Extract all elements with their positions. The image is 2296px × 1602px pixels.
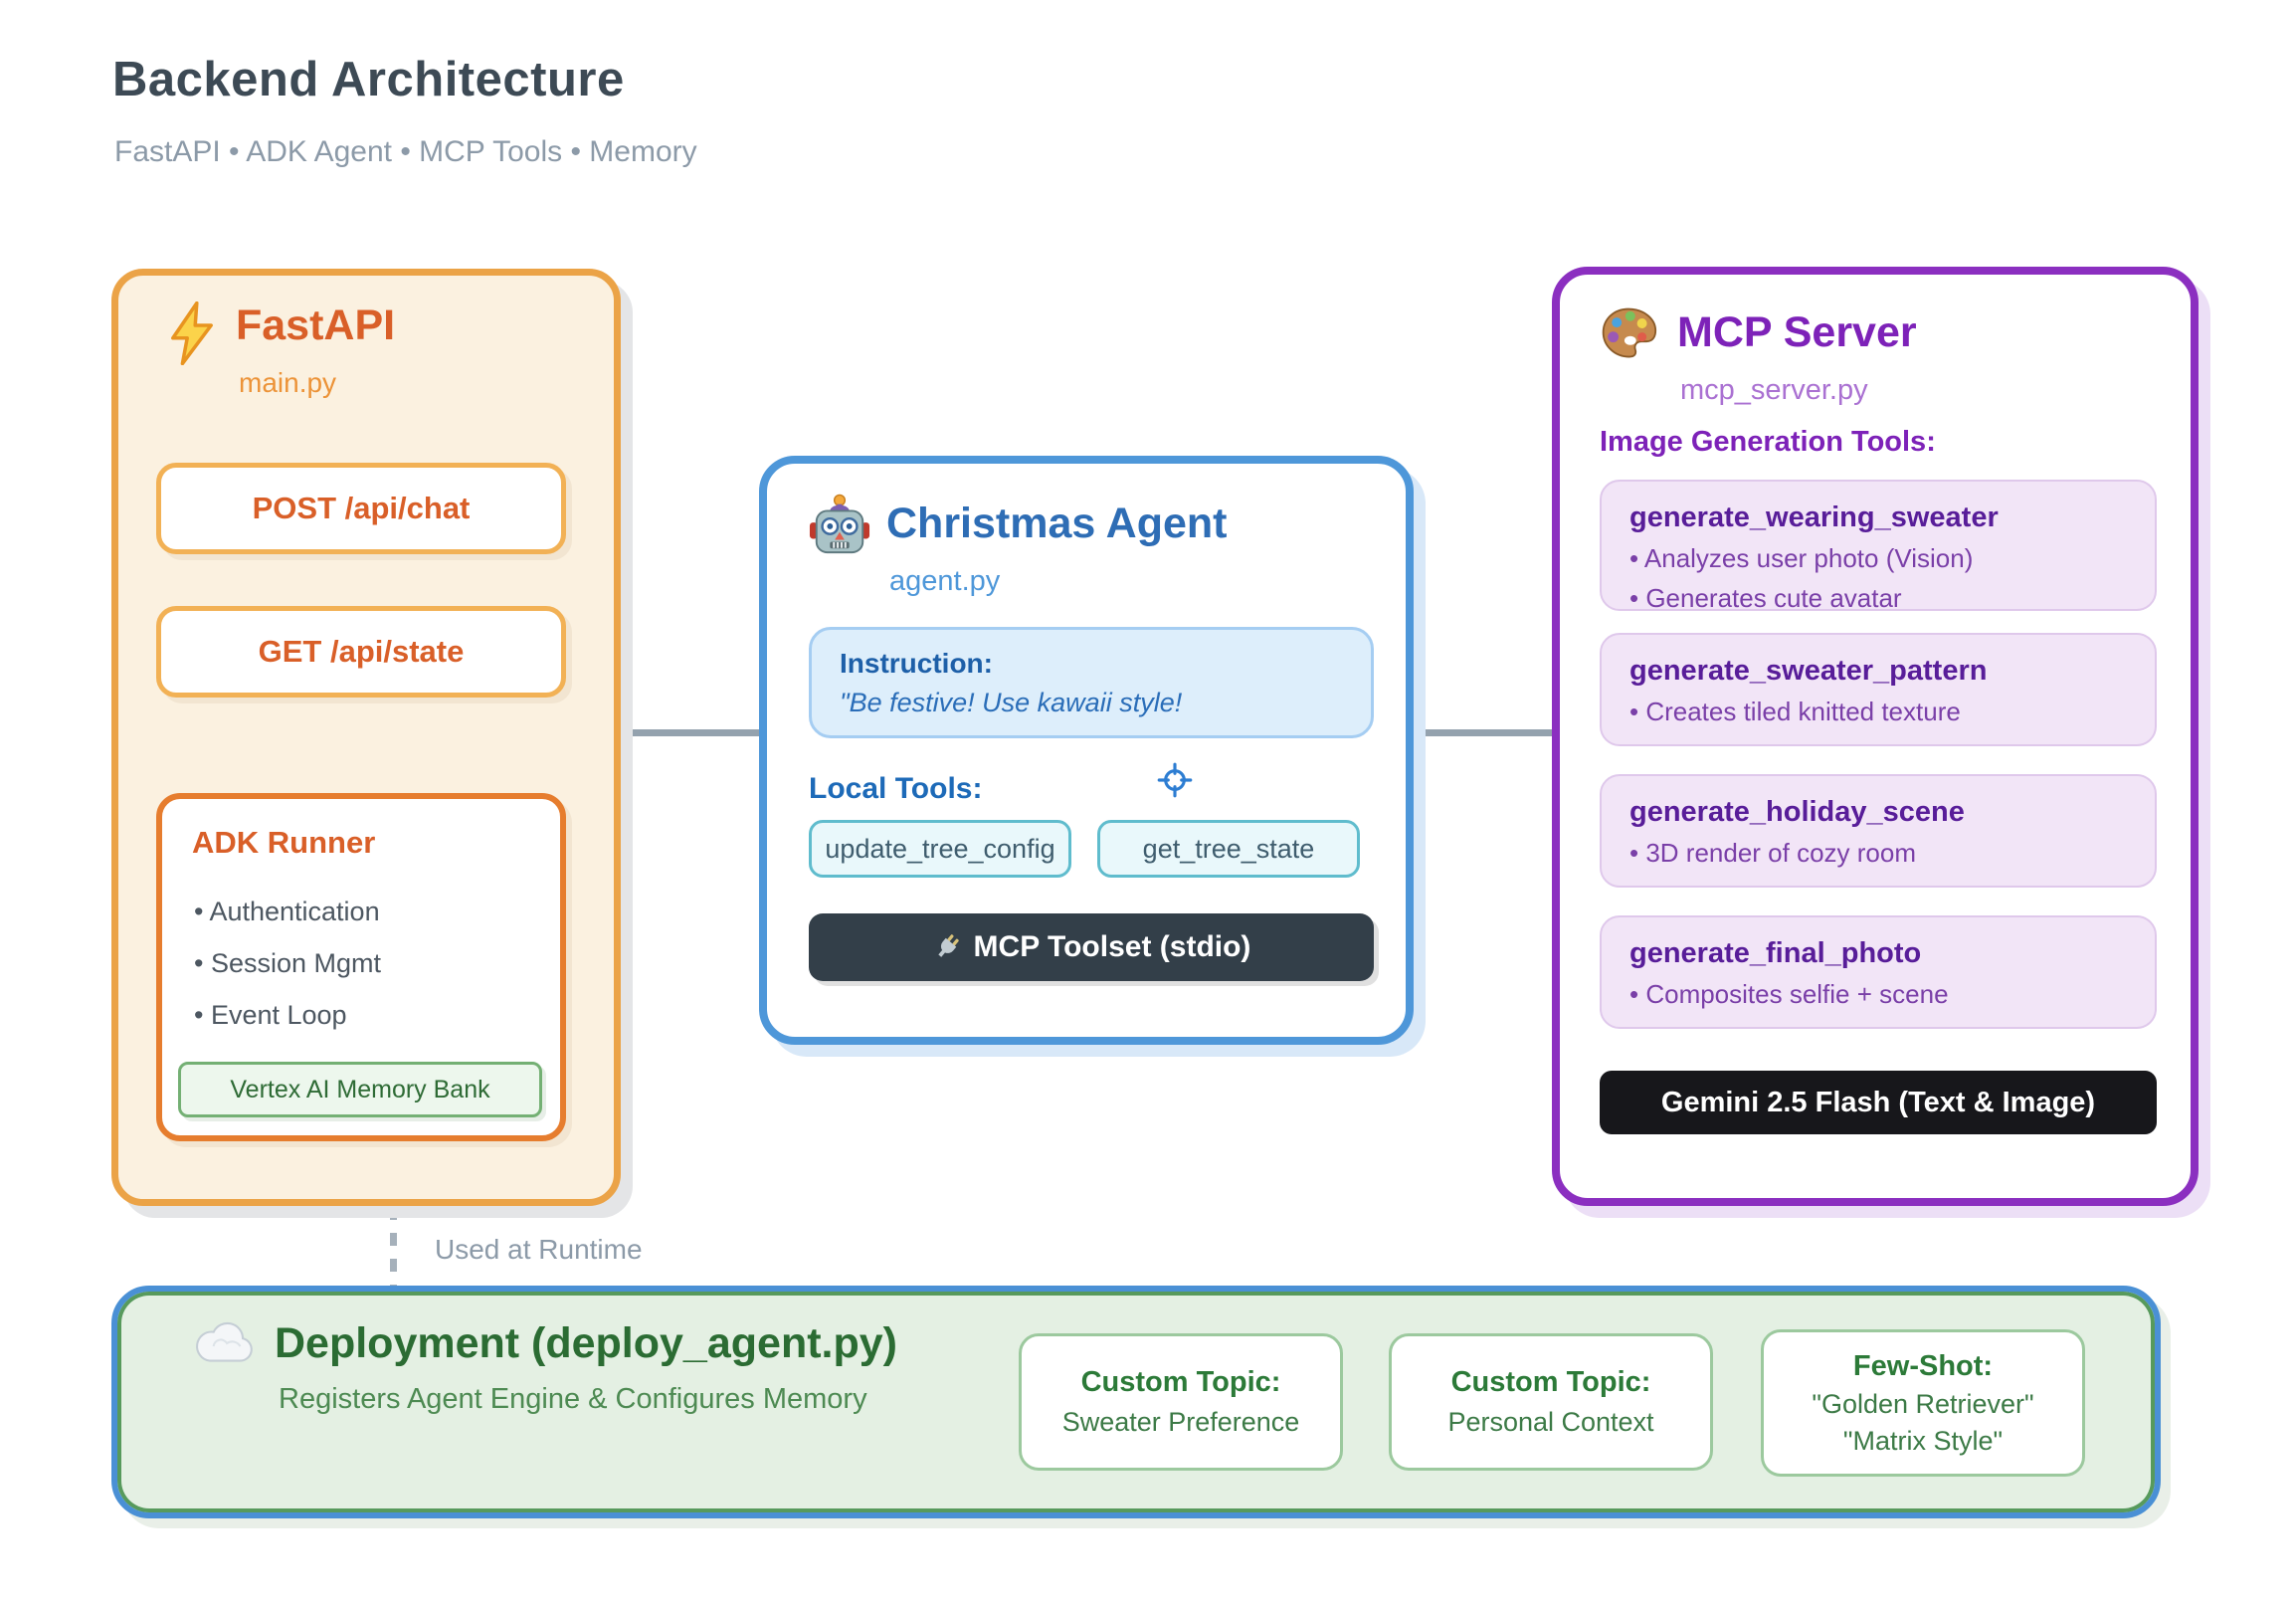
mcp-server-box: MCP Server mcp_server.py Image Generatio… bbox=[1552, 267, 2199, 1206]
gemini-model-button: Gemini 2.5 Flash (Text & Image) bbox=[1600, 1071, 2157, 1134]
mcp-tool-name: generate_wearing_sweater bbox=[1629, 501, 1999, 533]
deployment-title: Deployment (deploy_agent.py) bbox=[275, 1319, 897, 1367]
image-generation-tools-label: Image Generation Tools: bbox=[1600, 426, 1936, 458]
mcp-tool-name: generate_sweater_pattern bbox=[1629, 655, 1988, 687]
page-subtitle: FastAPI • ADK Agent • MCP Tools • Memory bbox=[114, 135, 697, 168]
fastapi-file-label: main.py bbox=[239, 367, 337, 398]
crosshair-icon bbox=[1157, 762, 1193, 798]
plug-icon bbox=[932, 932, 962, 962]
adk-bullet: • Event Loop bbox=[194, 1000, 347, 1030]
adk-runner-box: ADK Runner • Authentication • Session Mg… bbox=[156, 793, 566, 1141]
fastapi-box: FastAPI main.py POST /api/chat GET /api/… bbox=[111, 269, 621, 1206]
connector-runtime-dashed bbox=[390, 1207, 397, 1289]
cloud-icon bbox=[191, 1321, 257, 1365]
tool-chip-update-tree-config: update_tree_config bbox=[809, 820, 1071, 878]
instruction-quote: "Be festive! Use kawaii style! bbox=[840, 688, 1183, 717]
deploy-card-few-shot: Few-Shot: "Golden Retriever" "Matrix Sty… bbox=[1761, 1329, 2085, 1477]
agent-file-label: agent.py bbox=[889, 565, 1001, 597]
adk-bullet: • Session Mgmt bbox=[194, 948, 382, 978]
palette-icon bbox=[1600, 304, 1657, 362]
instruction-label: Instruction: bbox=[840, 648, 993, 679]
adk-bullet: • Authentication bbox=[194, 897, 380, 926]
christmas-agent-box: Christmas Agent agent.py Instruction: "B… bbox=[759, 456, 1414, 1045]
mcp-tool-bullet: • Composites selfie + scene bbox=[1629, 979, 1949, 1009]
mcp-file-label: mcp_server.py bbox=[1680, 374, 1868, 406]
adk-runner-bullets: • Authentication • Session Mgmt • Event … bbox=[194, 897, 381, 1052]
runtime-connector-label: Used at Runtime bbox=[435, 1234, 643, 1265]
mcp-tool-name: generate_final_photo bbox=[1629, 937, 1922, 969]
mcp-toolset-button: MCP Toolset (stdio) bbox=[809, 913, 1374, 981]
deployment-subtitle: Registers Agent Engine & Configures Memo… bbox=[279, 1383, 867, 1415]
mcp-tool-bullet: • Creates tiled knitted texture bbox=[1629, 697, 1961, 726]
mcp-server-title: MCP Server bbox=[1677, 308, 1917, 356]
fastapi-title: FastAPI bbox=[236, 301, 396, 349]
mcp-tool-name: generate_holiday_scene bbox=[1629, 796, 1965, 828]
vertex-memory-chip: Vertex AI Memory Bank bbox=[178, 1062, 542, 1117]
deploy-card-value: Personal Context bbox=[1447, 1407, 1654, 1437]
robot-icon bbox=[809, 494, 870, 555]
endpoint-get-state: GET /api/state bbox=[156, 606, 566, 698]
mcp-tool-card-generate-holiday-scene: generate_holiday_scene • 3D render of co… bbox=[1600, 774, 2157, 888]
deploy-card-value: "Matrix Style" bbox=[1842, 1425, 2004, 1456]
deploy-card-value: "Golden Retriever" bbox=[1812, 1388, 2034, 1419]
connector-agent-mcp bbox=[1407, 729, 1558, 736]
page-title: Backend Architecture bbox=[112, 53, 625, 106]
mcp-tool-card-generate-wearing-sweater: generate_wearing_sweater • Analyzes user… bbox=[1600, 480, 2157, 613]
mcp-toolset-button-label: MCP Toolset (stdio) bbox=[973, 930, 1251, 963]
mcp-tool-card-generate-sweater-pattern: generate_sweater_pattern • Creates tiled… bbox=[1600, 633, 2157, 746]
adk-runner-title: ADK Runner bbox=[192, 825, 376, 860]
christmas-agent-title: Christmas Agent bbox=[886, 500, 1228, 547]
mcp-tool-bullet: • 3D render of cozy room bbox=[1629, 838, 1916, 868]
zap-icon bbox=[164, 300, 220, 366]
connector-fastapi-agent bbox=[615, 729, 764, 736]
deployment-box: Deployment (deploy_agent.py) Registers A… bbox=[111, 1286, 2161, 1518]
mcp-tool-card-generate-final-photo: generate_final_photo • Composites selfie… bbox=[1600, 915, 2157, 1029]
instruction-box: Instruction: "Be festive! Use kawaii sty… bbox=[809, 627, 1374, 738]
deploy-card-personal-context: Custom Topic: Personal Context bbox=[1389, 1333, 1713, 1471]
endpoint-post-chat: POST /api/chat bbox=[156, 463, 566, 554]
mcp-tool-bullet: • Generates cute avatar bbox=[1629, 583, 1902, 613]
local-tools-label: Local Tools: bbox=[809, 772, 983, 805]
tool-chip-get-tree-state: get_tree_state bbox=[1097, 820, 1360, 878]
deploy-card-label: Custom Topic: bbox=[1450, 1366, 1651, 1398]
mcp-tool-bullet: • Analyzes user photo (Vision) bbox=[1629, 543, 1974, 573]
deploy-card-sweater-preference: Custom Topic: Sweater Preference bbox=[1019, 1333, 1343, 1471]
deploy-card-label: Few-Shot: bbox=[1852, 1349, 1994, 1382]
deploy-card-value: Sweater Preference bbox=[1061, 1407, 1300, 1437]
deploy-card-label: Custom Topic: bbox=[1080, 1366, 1281, 1398]
